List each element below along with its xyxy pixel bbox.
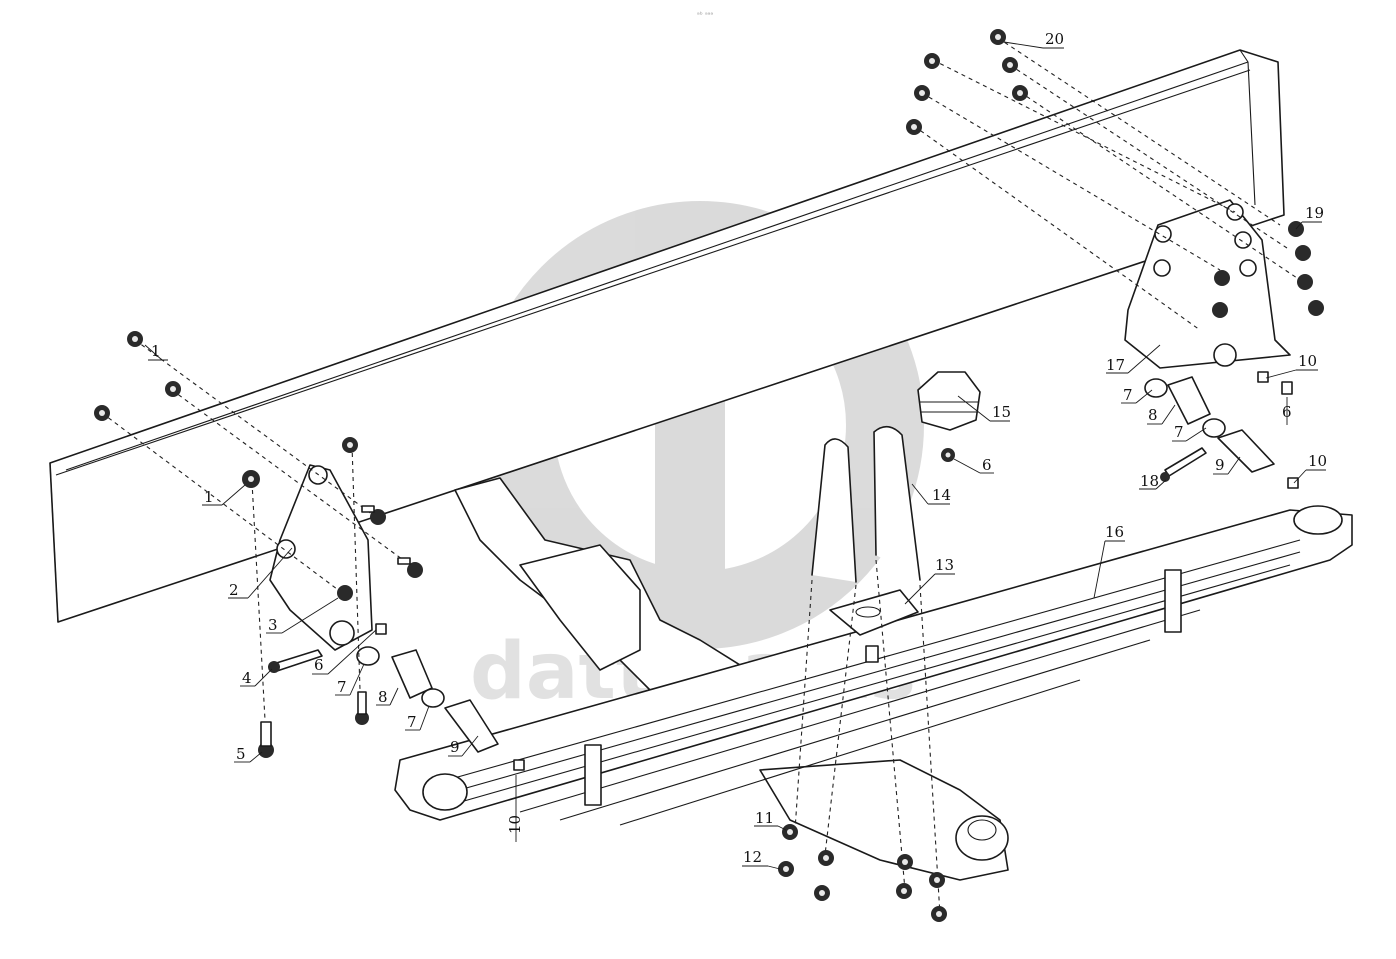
nut-icon — [778, 861, 794, 877]
callout-label: 13 — [935, 556, 954, 574]
fasteners — [94, 29, 1324, 922]
callout-label: 1 — [204, 488, 214, 506]
nut-icon — [906, 119, 922, 135]
callout-label: 17 — [1106, 356, 1125, 374]
callout-label: 10 — [1308, 452, 1327, 470]
bolt-icon — [258, 721, 274, 758]
callout-label: 7 — [1174, 423, 1184, 441]
bump-stop — [917, 371, 981, 431]
bolt-icon — [1308, 300, 1324, 316]
callout-label: 5 — [236, 745, 246, 763]
bolt-icon — [355, 691, 369, 725]
callout-label: 7 — [407, 713, 417, 731]
callout-label: 19 — [1305, 204, 1324, 222]
callout-label: 2 — [229, 581, 239, 599]
nut-icon — [242, 470, 260, 488]
nut-icon — [127, 331, 143, 347]
bolt-icon — [1297, 274, 1313, 290]
callout-label: 11 — [755, 809, 774, 827]
bolt-icon — [361, 505, 386, 525]
nut-icon — [814, 885, 830, 901]
nut-icon — [929, 872, 945, 888]
u-bolts — [811, 425, 921, 583]
nut-icon — [914, 85, 930, 101]
callout-label: 6 — [1282, 403, 1292, 421]
bolt-icon — [337, 585, 353, 601]
leaf-spring — [394, 505, 1353, 826]
callout-label: 7 — [1123, 386, 1133, 404]
nut-icon — [865, 645, 879, 663]
nut-icon — [924, 53, 940, 69]
nut-icon — [782, 824, 798, 840]
rear-spring-bracket — [1124, 199, 1291, 369]
callout-label: 8 — [378, 688, 388, 706]
nut-icon — [1281, 381, 1293, 395]
nut-icon — [896, 883, 912, 899]
callout-label: 20 — [1045, 30, 1064, 48]
callout-label: 8 — [1148, 406, 1158, 424]
callout-label: 10 — [506, 815, 524, 834]
nut-icon — [375, 623, 387, 635]
pins-and-bushes — [269, 376, 1275, 753]
nut-icon — [897, 854, 913, 870]
callout-label: 16 — [1105, 523, 1124, 541]
header-caption: ᵃᵇ ᵃᵃᵃ — [697, 11, 713, 19]
callouts: 1 1 2 3 4 5 6 7 8 7 9 10 11 12 13 14 15 — [144, 30, 1327, 870]
callout-label: 15 — [992, 403, 1011, 421]
callout-label: 14 — [932, 486, 951, 504]
callout-label: 18 — [1140, 472, 1159, 490]
assembly-lines — [101, 37, 1301, 916]
bolt-icon — [1214, 270, 1230, 286]
callout-label: 7 — [337, 678, 347, 696]
callout-label: 10 — [1298, 352, 1317, 370]
nut-icon — [931, 906, 947, 922]
nut-icon — [990, 29, 1006, 45]
axle-housing — [454, 477, 1009, 881]
nut-icon — [941, 448, 955, 462]
callout-label: 12 — [743, 848, 762, 866]
callout-label: 1 — [151, 342, 161, 360]
bolt-icon — [1212, 302, 1228, 318]
bolt-icon — [397, 557, 423, 578]
nut-icon — [1160, 472, 1170, 482]
callout-label: 6 — [314, 656, 324, 674]
bolt-icon — [1295, 245, 1311, 261]
nut-icon — [342, 437, 358, 453]
callout-label: 9 — [1215, 456, 1225, 474]
nut-icon — [94, 405, 110, 421]
nut-icon — [818, 850, 834, 866]
frame-rail — [49, 49, 1285, 623]
nut-icon — [1257, 371, 1269, 383]
front-spring-bracket — [269, 464, 373, 651]
callout-label: 3 — [268, 616, 278, 634]
spring-pad — [829, 589, 919, 636]
nut-icon — [1002, 57, 1018, 73]
nut-icon — [165, 381, 181, 397]
callout-label: 9 — [450, 738, 460, 756]
nut-icon — [513, 759, 525, 771]
nut-icon — [1287, 477, 1299, 489]
callout-label: 4 — [242, 669, 252, 687]
nut-icon — [1012, 85, 1028, 101]
callout-label: 6 — [982, 456, 992, 474]
